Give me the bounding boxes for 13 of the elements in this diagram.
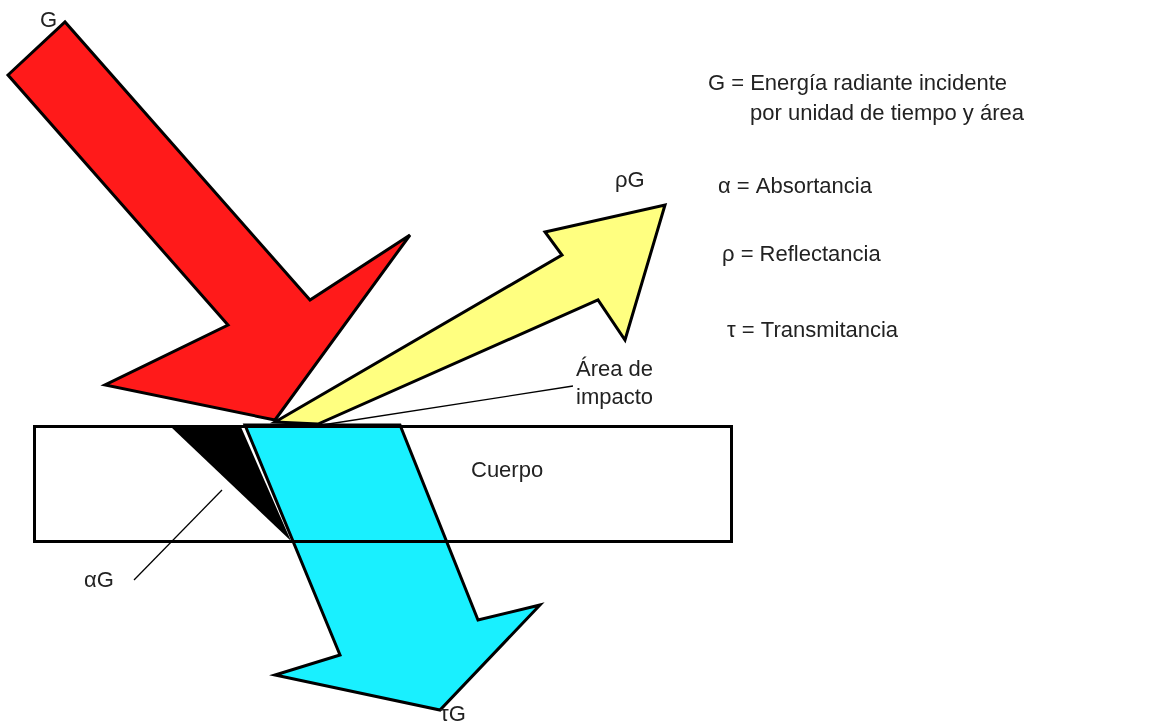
reflected-symbol: ρG [615,166,646,194]
legend-definition: α = Absortancia [718,172,873,200]
body-label: Cuerpo [471,456,544,484]
leader-line [133,489,223,581]
impact-area-label: Área de impacto [576,355,666,411]
legend-definition: ρ = Reflectancia [722,240,882,268]
transmitted-symbol: τG [440,700,467,726]
legend-definition: G = Energía radiante incidente por unidad de tiempo y área [708,69,1025,127]
legend-definition: τ = Transmitancia [727,316,900,344]
incident-symbol: G [40,6,59,34]
body-rectangle [33,425,733,543]
absorbed-label: αG [84,566,134,594]
leader-line [321,385,574,426]
